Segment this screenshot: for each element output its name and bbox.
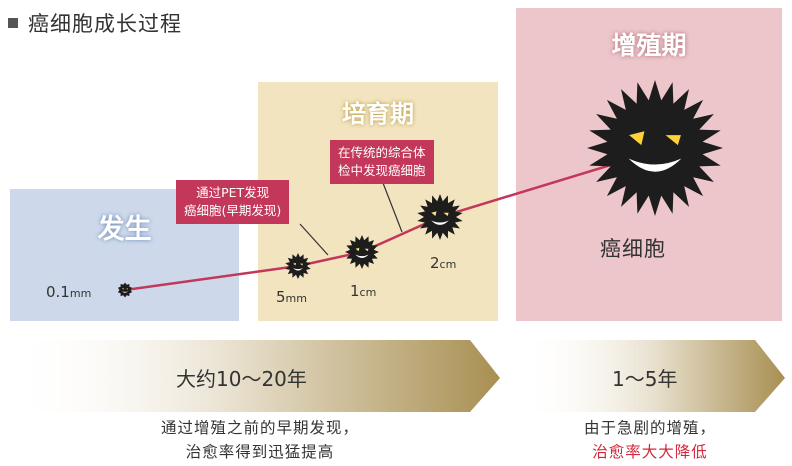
title-bullet-icon (8, 18, 18, 28)
callout-early-pointer (299, 223, 329, 256)
callout-early-line1: 通过PET发现 (196, 185, 270, 200)
callout-exam-pointer (382, 182, 403, 233)
size-label-0: 0.1mm (46, 283, 92, 301)
callout-exam-line1: 在传统的综合体 (338, 145, 426, 160)
cancer-cell-label: 癌细胞 (600, 237, 666, 261)
note-left-line2: 治愈率得到迅猛提高 (185, 443, 335, 461)
timeline-arrow-right (520, 340, 785, 412)
size-label-3: 2cm (430, 254, 457, 272)
size-label-1: 5mm (276, 288, 307, 306)
note-left: 通过增殖之前的早期发现， 治愈率得到迅猛提高 (90, 416, 430, 464)
callout-exam-line2: 检中发现癌细胞 (338, 163, 426, 178)
cancer-cell-large-icon (587, 80, 723, 216)
timeline-arrow-left (10, 340, 500, 412)
timeline-left-duration: 大约10～20年 (176, 367, 307, 391)
cancer-cell-0-1mm-icon (117, 282, 133, 298)
size-label-2: 1cm (350, 282, 377, 300)
page-title: 癌细胞成长过程 (28, 12, 182, 36)
stage-incubation-panel: 培育期 (258, 82, 498, 321)
title-row: 癌细胞成长过程 (8, 8, 182, 38)
stage-incubation-label: 培育期 (342, 100, 414, 128)
note-right: 由于急剧的增殖， 治愈率大大降低 (530, 416, 770, 464)
note-right-line2: 治愈率大大降低 (592, 443, 708, 461)
cancer-cell-1cm-icon (345, 235, 379, 269)
note-left-line1: 通过增殖之前的早期发现， (160, 419, 359, 437)
callout-early-detection: 通过PET发现 癌细胞(早期发现) (176, 180, 290, 224)
cancer-cell-2cm-icon (417, 194, 463, 240)
cancer-cell-5mm-icon (285, 253, 311, 279)
stage-proliferation-label: 增殖期 (611, 31, 687, 60)
note-right-line1: 由于急剧的增殖， (583, 419, 716, 437)
callout-early-line2: 癌细胞(早期发现) (184, 203, 282, 218)
stage-onset-label: 发生 (97, 214, 152, 245)
callout-routine-exam: 在传统的综合体 检中发现癌细胞 (330, 140, 434, 184)
timeline-right-duration: 1～5年 (612, 367, 678, 391)
